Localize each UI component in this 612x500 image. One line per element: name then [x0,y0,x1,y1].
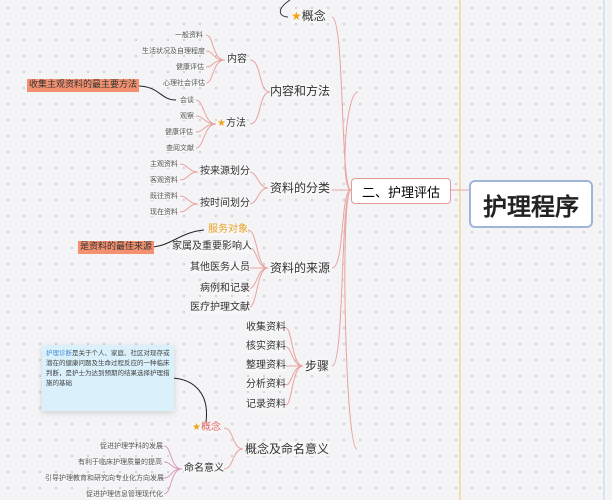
leaf[interactable]: 促进护理学科的发展 [100,442,163,451]
leaf[interactable]: 病例和记录 [200,283,250,295]
node-meaning[interactable]: 命名意义 [184,463,224,475]
callout-main-method[interactable]: 收集主观资料的最主要方法 [27,79,140,92]
leaf[interactable]: 医疗护理文献 [190,302,250,314]
leaf[interactable]: 观察 [180,112,194,121]
node-steps[interactable]: 步骤 [305,359,330,374]
leaf[interactable]: 整理资料 [246,360,286,372]
star-icon: ★ [217,118,226,129]
leaf[interactable]: 查阅文献 [166,144,194,153]
leaf[interactable]: 其他医务人员 [190,262,250,274]
callout-best-source[interactable]: 是资料的最佳来源 [78,241,155,254]
node-classification[interactable]: 资料的分类 [270,181,331,196]
root-node[interactable]: 护理程序 [469,180,593,228]
star-icon: ★ [192,422,201,433]
leaf[interactable]: 家属及重要影响人 [172,241,252,253]
leaf[interactable]: 健康评估 [165,128,193,137]
node-content[interactable]: 内容 [227,54,247,66]
leaf[interactable]: 收集资料 [246,322,286,334]
leaf[interactable]: 客观资料 [150,176,178,185]
node-sources[interactable]: 资料的来源 [270,261,331,276]
leaf[interactable]: 健康评估 [176,63,204,72]
node-concept-top[interactable]: ★概念 [291,9,326,24]
leaf[interactable]: 会谈 [180,96,194,105]
leaf[interactable]: 主观资料 [150,160,178,169]
node-by-time[interactable]: 按时间划分 [200,198,250,210]
leaf[interactable]: 引导护理教育和研究向专业化方向发展 [45,474,164,483]
note-nursing-diagnosis[interactable]: 护理诊断是关于个人、家庭、社区对现存或潜在的健康问题及生命过程反应的一种临床判断… [42,345,174,411]
star-icon: ★ [291,9,302,23]
leaf-client[interactable]: 服务对象 [208,224,248,236]
leaf[interactable]: 记录资料 [246,399,286,411]
branch-nursing-assessment[interactable]: 二、护理评估 [351,178,451,204]
leaf[interactable]: 既往资料 [150,192,178,201]
node-by-source[interactable]: 按来源划分 [200,166,250,178]
leaf[interactable]: 有利于临床护理质量的提高 [78,458,162,467]
leaf[interactable]: 核实资料 [246,341,286,353]
leaf[interactable]: 现在资料 [150,208,178,217]
leaf[interactable]: 一般资料 [175,31,203,40]
leaf[interactable]: 分析资料 [246,379,286,391]
node-naming[interactable]: 概念及命名意义 [245,442,330,457]
node-concept[interactable]: ★概念 [192,422,221,434]
leaf[interactable]: 心理社会评估 [163,79,205,88]
leaf[interactable]: 生活状况及自理程度 [142,47,205,56]
node-method[interactable]: ★方法 [217,118,246,130]
leaf[interactable]: 促进护理信息管理现代化 [86,490,163,499]
node-content-method[interactable]: 内容和方法 [270,84,331,99]
